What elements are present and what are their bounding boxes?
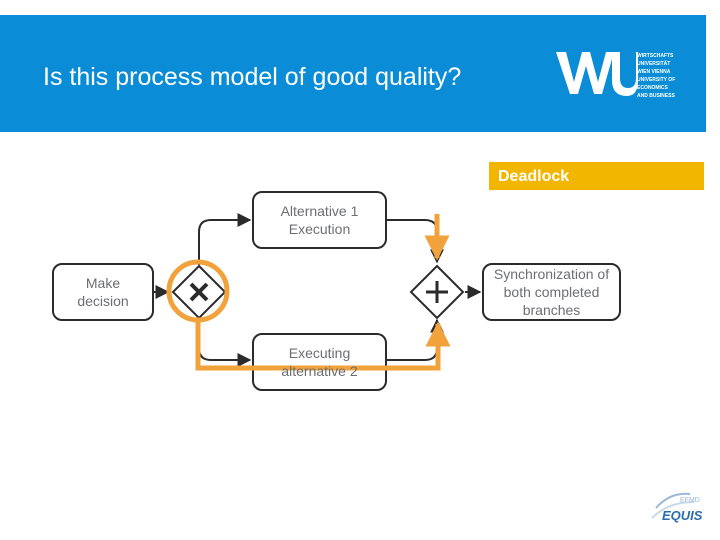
equis-logo: EFMD EQUIS — [650, 488, 708, 528]
highlight-alt2-path — [195, 320, 451, 371]
x-icon — [189, 282, 209, 302]
equis-text: EQUIS — [662, 508, 703, 523]
deadlock-highlight — [166, 214, 451, 371]
deadlock-label: Deadlock — [498, 168, 570, 185]
flow-alt1-to-join — [386, 219, 444, 264]
task-alternative-1 — [252, 191, 387, 249]
header-bar: Is this process model of good quality? W… — [0, 15, 706, 132]
parallel-gateway — [409, 264, 465, 320]
alternative-1-label: Alternative 1 Execution — [280, 203, 359, 237]
task-make-decision — [52, 263, 154, 321]
flow-alt2-to-join — [386, 318, 444, 361]
synchronization-label: Synchronization of both completed branch… — [493, 266, 610, 318]
task-alternative-2 — [252, 333, 387, 391]
deadlock-callout: Deadlock — [489, 162, 704, 190]
make-decision-label: Make decision — [77, 275, 129, 309]
flow-split-to-alt1 — [198, 213, 252, 265]
wu-logo: WIRTSCHAFTS UNIVERSITÄT WIEN VIENNA UNIV… — [554, 48, 694, 120]
efmd-text: EFMD — [680, 497, 700, 504]
wu-logo-mark — [556, 52, 638, 96]
slide-title: Is this process model of good quality? — [43, 63, 462, 91]
task-synchronization — [482, 263, 621, 321]
alternative-2-label: Executing alternative 2 — [281, 345, 358, 379]
exclusive-gateway — [171, 264, 227, 320]
flow-split-to-alt2 — [198, 318, 252, 367]
wu-logo-text: WIRTSCHAFTS UNIVERSITÄT WIEN VIENNA UNIV… — [637, 53, 676, 99]
plus-icon — [426, 281, 448, 303]
